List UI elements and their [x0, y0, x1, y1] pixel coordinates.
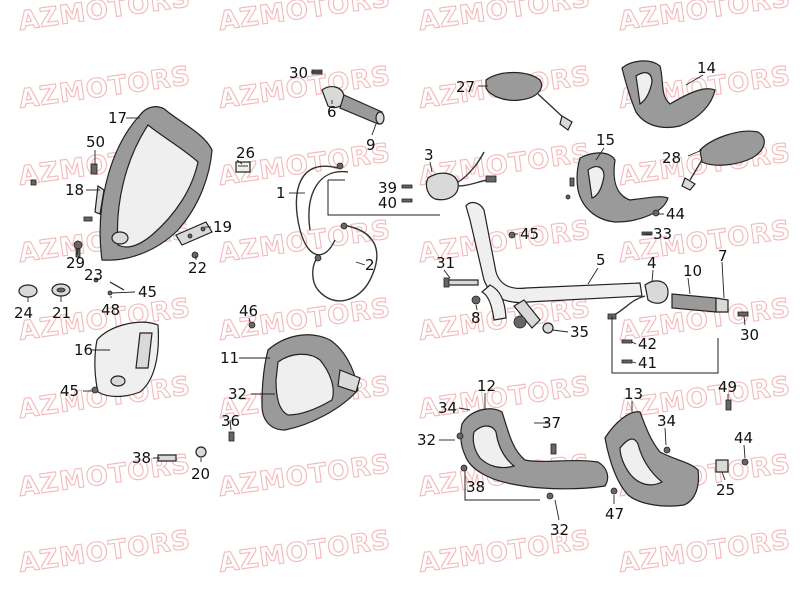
callout-8: 8: [471, 309, 481, 327]
callout-44: 44: [666, 205, 685, 223]
bracket-41-42: [611, 316, 719, 374]
fairing-bracket-part[interactable]: [175, 221, 213, 246]
callout-9: 9: [366, 136, 376, 154]
callout-42: 42: [638, 335, 657, 353]
watermark: AZMOTORS: [217, 0, 393, 37]
callout-23: 23: [84, 266, 103, 284]
callout-35: 35: [570, 323, 589, 341]
callout-32: 32: [417, 431, 436, 449]
callout-13: 13: [624, 385, 643, 403]
callout-32: 32: [550, 521, 569, 539]
watermark: AZMOTORS: [217, 449, 393, 503]
side-panel-part[interactable]: [604, 411, 700, 507]
callout-27: 27: [456, 78, 475, 96]
watermark: AZMOTORS: [217, 525, 393, 579]
callout-45: 45: [138, 283, 157, 301]
callout-34: 34: [657, 412, 676, 430]
callout-45: 45: [60, 382, 79, 400]
callout-12: 12: [477, 377, 496, 395]
callout-28: 28: [662, 149, 681, 167]
callout-47: 47: [605, 505, 624, 523]
small-fasteners-top-right: [508, 177, 660, 239]
callout-41: 41: [638, 354, 657, 372]
small-fasteners-center: [157, 321, 256, 462]
lower-handle-cover-part[interactable]: [576, 152, 669, 223]
callout-46: 46: [239, 302, 258, 320]
callout-2: 2: [365, 256, 375, 274]
bracket-38-lower: [456, 432, 554, 501]
left-switch-assembly-part[interactable]: [401, 151, 497, 203]
callout-32: 32: [228, 385, 247, 403]
callout-24: 24: [14, 304, 33, 322]
callout-33: 33: [653, 225, 672, 243]
throttle-cables-part[interactable]: [295, 162, 378, 302]
callout-34: 34: [438, 399, 457, 417]
callout-38: 38: [132, 449, 151, 467]
watermark: AZMOTORS: [17, 0, 193, 37]
callout-26: 26: [236, 144, 255, 162]
leader-lines: [27, 71, 746, 521]
handlebar-part[interactable]: [465, 201, 643, 329]
right-switch-grip-assembly[interactable]: [607, 280, 749, 320]
callout-4: 4: [647, 254, 657, 272]
callout-6: 6: [327, 103, 337, 121]
callout-3: 3: [424, 146, 434, 164]
callout-21: 21: [52, 304, 71, 322]
watermark: AZMOTORS: [617, 0, 793, 37]
small-fasteners-left: [30, 163, 199, 296]
grommet-parts[interactable]: [18, 283, 71, 298]
watermark: AZMOTORS: [617, 525, 793, 579]
label-part[interactable]: [235, 161, 251, 173]
callout-20: 20: [191, 465, 210, 483]
callout-29: 29: [66, 254, 85, 272]
callout-48: 48: [101, 301, 120, 319]
callout-labels: 30 6 9 27 14 17 50 26 3 15 28 18 1 39 40…: [14, 59, 759, 539]
callout-31: 31: [436, 254, 455, 272]
handlebar-nut-parts[interactable]: [471, 295, 554, 334]
callout-19: 19: [213, 218, 232, 236]
watermark: AZMOTORS: [17, 61, 193, 115]
callout-37: 37: [542, 414, 561, 432]
callout-30: 30: [740, 326, 759, 344]
left-mirror-part[interactable]: [485, 71, 573, 131]
callout-15: 15: [596, 131, 615, 149]
headlight-cover-part[interactable]: [91, 321, 160, 398]
watermark: AZMOTORS: [17, 525, 193, 579]
handlebar-bolt-part[interactable]: [443, 277, 479, 288]
callout-39: 39: [378, 179, 397, 197]
callout-17: 17: [108, 109, 127, 127]
callout-18: 18: [65, 181, 84, 199]
watermark: AZMOTORS: [617, 371, 793, 425]
small-fasteners-bottom-right: [550, 399, 749, 495]
callout-1: 1: [276, 184, 286, 202]
upper-handle-cover-part[interactable]: [621, 60, 716, 129]
right-mirror-part[interactable]: [681, 130, 765, 191]
callout-10: 10: [683, 262, 702, 280]
callout-49: 49: [718, 378, 737, 396]
callout-40: 40: [378, 194, 397, 212]
callout-36: 36: [221, 412, 240, 430]
bracket-39-40: [327, 179, 440, 216]
callout-50: 50: [86, 133, 105, 151]
callout-25: 25: [716, 481, 735, 499]
callout-45: 45: [520, 225, 539, 243]
front-fairing-part[interactable]: [99, 106, 213, 261]
callout-30: 30: [289, 64, 308, 82]
callout-44: 44: [734, 429, 753, 447]
inner-front-cover-part[interactable]: [261, 334, 361, 431]
callout-38: 38: [466, 478, 485, 496]
rear-handle-cover-part[interactable]: [460, 408, 609, 490]
callout-7: 7: [718, 247, 728, 265]
watermark: AZMOTORS: [417, 293, 593, 347]
callout-5: 5: [596, 251, 606, 269]
callout-14: 14: [697, 59, 716, 77]
callout-11: 11: [220, 349, 239, 367]
callout-16: 16: [74, 341, 93, 359]
watermark: AZMOTORS: [417, 0, 593, 37]
callout-22: 22: [188, 259, 207, 277]
watermark: AZMOTORS: [617, 215, 793, 269]
